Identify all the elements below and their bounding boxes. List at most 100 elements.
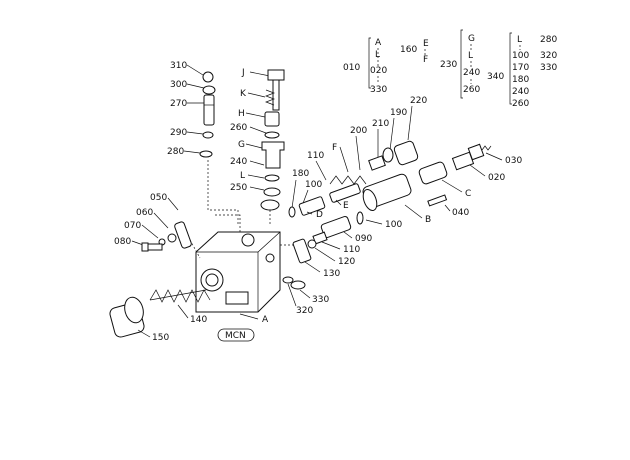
label-240: 240 [230,157,247,167]
housing-port-top [241,233,255,247]
stamp-text: MCN [225,331,246,341]
left-stack: 310 300 270 290 280 [167,61,239,225]
part-210-plug [368,155,386,171]
label-340: 340 [487,72,504,82]
label-330: 330 [312,295,329,305]
key-340-right-0: 280 [540,35,557,45]
part-300-washer [202,85,216,95]
part-280-washer [199,150,213,158]
label-300: 300 [170,80,187,90]
key-340-item-2: 170 [512,63,529,73]
key-230-item-2: 240 [463,68,480,78]
label-140: 140 [190,315,207,325]
part-G-plug [261,141,285,169]
label-230: 230 [440,60,457,70]
label-120: 120 [338,257,355,267]
spool-assembly: 180 100 D E B C 040 020 030 [288,143,522,225]
part-J-stem [272,79,280,111]
left-side-parts: 050 060 070 080 [114,193,201,259]
key-010-item-1: L [375,50,380,60]
key-340-item-3: 180 [512,75,529,85]
key-010-item-0: A [375,38,382,48]
label-280: 280 [167,147,184,157]
label-290: 290 [170,128,187,138]
part-250-seat [260,199,280,211]
part-320-ring [282,276,294,284]
label-D: D [316,210,323,220]
part-J-cap [267,69,285,81]
label-040: 040 [452,208,469,218]
part-310-ring [202,71,214,83]
key-340-item-5: 260 [512,99,529,109]
label-100-top: 100 [305,180,322,190]
label-C: C [465,189,471,199]
label-B: B [425,215,431,225]
label-030: 030 [505,156,522,166]
part-060-washer [167,233,177,243]
label-270: 270 [170,99,187,109]
label-060: 060 [136,208,153,218]
label-050: 050 [150,193,167,203]
part-290-oring [202,131,214,139]
part-180-ring [288,206,296,218]
part-220-cap [393,140,419,166]
label-010: 010 [343,63,360,73]
label-310: 310 [170,61,187,71]
label-F: F [332,143,337,153]
key-340-item-4: 240 [512,87,529,97]
mcn-stamp: MCN [217,328,255,342]
center-stack: J K H 260 G 240 L 250 [230,68,285,225]
key-160-item-1: F [423,55,428,65]
label-G: G [238,140,245,150]
label-J: J [241,68,245,78]
label-080: 080 [114,237,131,247]
label-220: 220 [410,96,427,106]
part-200-spring [329,175,367,185]
part-270-pin [203,94,215,126]
label-150: 150 [152,333,169,343]
lower-middle-parts: 100 090 110 120 130 [280,211,402,279]
label-110-top: 110 [307,151,324,161]
label-070: 070 [124,221,141,231]
part-090-spool [320,215,352,239]
key-340-right-2: 330 [540,63,557,73]
part-H-valve [264,111,280,127]
label-H: H [238,109,245,119]
label-190: 190 [390,108,407,118]
key-160-item-0: E [423,39,429,49]
part-130-screw [292,238,312,264]
label-160: 160 [400,45,417,55]
key-340-item-1: 100 [512,51,529,61]
valve-housing: A [195,214,281,325]
key-010-item-2: 020 [370,66,387,76]
label-L: L [240,171,245,181]
key-230-item-3: 260 [463,85,480,95]
part-L-ring [264,174,280,182]
label-A: A [262,315,269,325]
part-C-sleeve [418,161,448,185]
part-260-oring [264,131,280,139]
key-230-item-1: L [468,51,473,61]
part-D-sleeve [298,196,326,216]
bottom-rings: 330 320 [282,276,329,316]
label-110-bottom: 110 [343,245,360,255]
label-260: 260 [230,123,247,133]
label-K: K [240,89,247,99]
label-200: 200 [350,126,367,136]
label-320: 320 [296,306,313,316]
key-340-item-0: L [517,35,522,45]
part-190-ring [382,147,394,163]
part-030-nut [467,143,485,161]
label-100-right: 100 [385,220,402,230]
part-E-rod [329,183,361,203]
part-040-pin [427,194,448,207]
label-250: 250 [230,183,247,193]
label-E: E [343,201,349,211]
part-110-plug [312,231,328,245]
part-330-oring [290,280,306,290]
key-230-item-0: G [468,34,475,44]
part-120-ring [307,239,317,249]
part-050-lever [174,221,192,249]
part-K-spring [265,89,275,106]
